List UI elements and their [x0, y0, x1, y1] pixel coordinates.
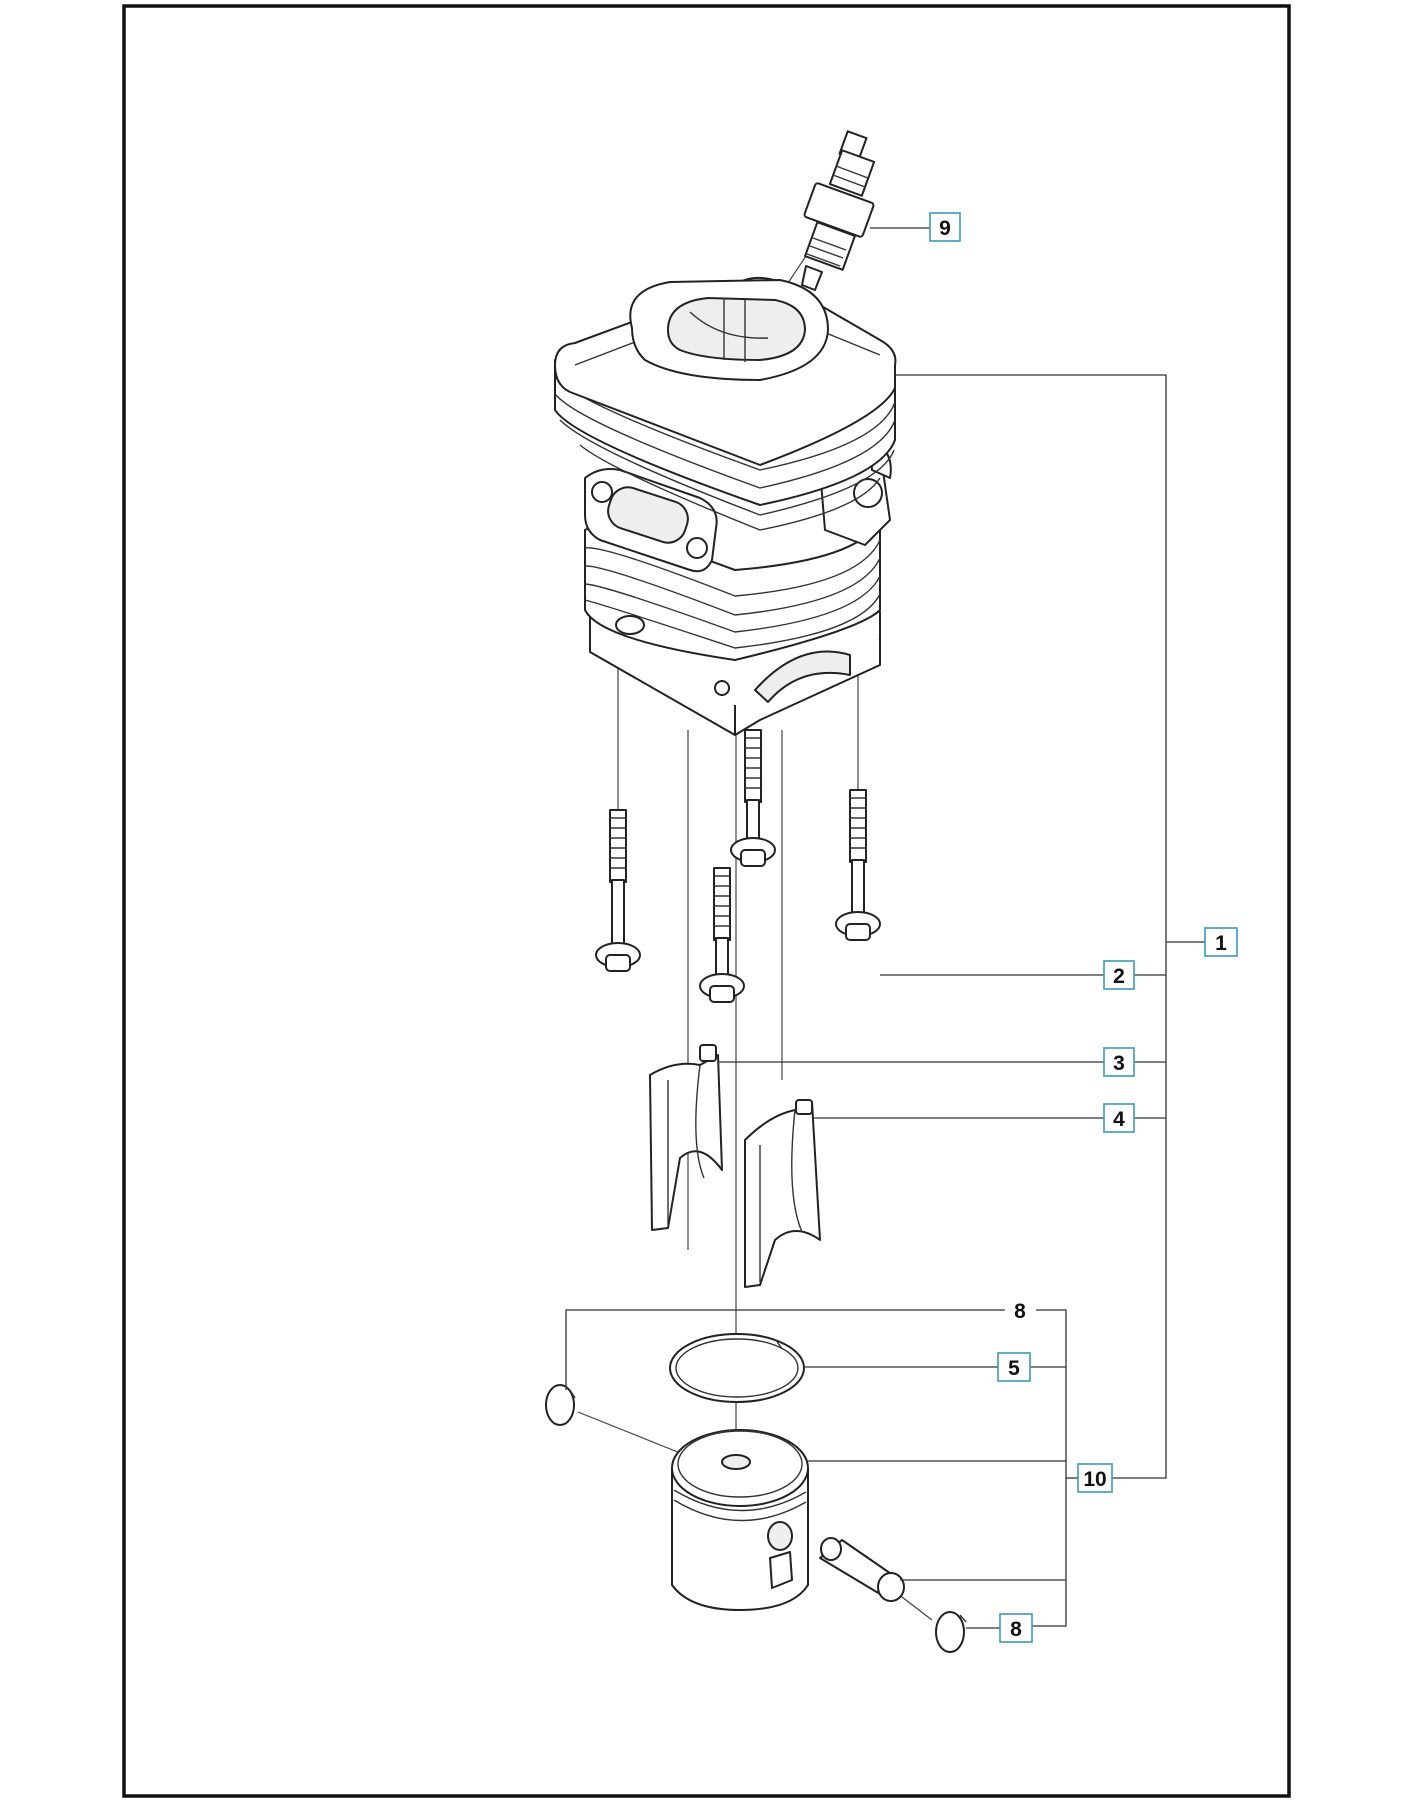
circlip-icon — [545, 1384, 576, 1426]
callout-8-top-label: 8 — [1014, 1300, 1026, 1323]
screw-icon — [595, 729, 881, 1003]
transfer-port-cover-icon — [649, 1044, 723, 1231]
cylinder-icon — [554, 276, 897, 736]
piston-icon — [671, 1429, 809, 1611]
callout-5[interactable]: 5 — [997, 1352, 1031, 1382]
leader-lines — [565, 227, 1205, 1629]
callout-10[interactable]: 10 — [1077, 1463, 1113, 1493]
callout-8-top[interactable]: 8 — [1014, 1300, 1026, 1323]
callout-9[interactable]: 9 — [929, 212, 961, 242]
callout-5-label: 5 — [1008, 1357, 1020, 1380]
callout-9-label: 9 — [939, 217, 951, 240]
callout-2[interactable]: 2 — [1103, 960, 1135, 990]
transfer-port-cover-icon — [744, 1099, 821, 1288]
page-frame — [122, 4, 1291, 1798]
callout-1[interactable]: 1 — [1204, 927, 1238, 957]
callout-8-bottom[interactable]: 8 — [999, 1613, 1033, 1643]
piston-pin-icon — [819, 1537, 905, 1602]
callout-10-label: 10 — [1083, 1468, 1106, 1491]
callout-4[interactable]: 4 — [1103, 1103, 1135, 1133]
piston-ring-icon — [669, 1333, 805, 1403]
callout-4-label: 4 — [1113, 1108, 1125, 1131]
spark-plug-icon — [801, 130, 876, 291]
circlip-icon — [935, 1611, 967, 1653]
callout-8-bottom-label: 8 — [1010, 1618, 1022, 1641]
callout-3-label: 3 — [1113, 1052, 1125, 1075]
callout-3[interactable]: 3 — [1103, 1047, 1135, 1077]
callout-1-label: 1 — [1215, 932, 1227, 955]
callout-2-label: 2 — [1113, 965, 1125, 988]
